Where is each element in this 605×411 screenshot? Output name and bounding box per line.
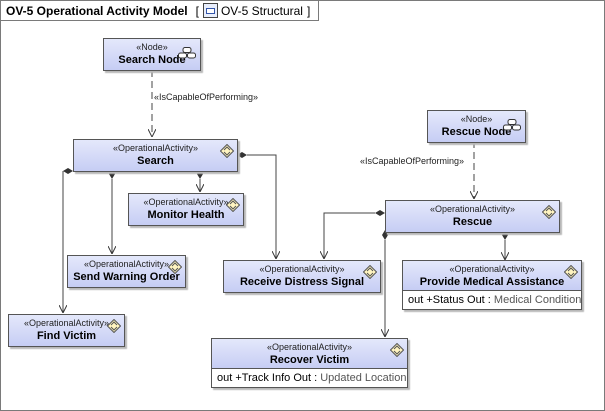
attribute-signature: out +Status Out : [408, 294, 494, 306]
edge-label-rescue-capable: «IsCapableOfPerforming» [360, 156, 465, 166]
node-name: Rescue Node [441, 126, 512, 138]
node-rescue-node[interactable]: «Node» Rescue Node [427, 110, 526, 143]
activity-stereotype: «OperationalActivity» [23, 318, 110, 328]
activity-icon [363, 265, 377, 279]
activity-icon [168, 260, 182, 274]
activity-icon [107, 319, 121, 333]
node-icon [503, 119, 521, 131]
activity-stereotype: «OperationalActivity» [143, 197, 229, 207]
activity-header: «OperationalActivity» Find Victim [9, 315, 124, 346]
diagram-name: OV-5 Operational Activity Model [6, 3, 188, 18]
activity-find-victim[interactable]: «OperationalActivity» Find Victim [8, 314, 125, 347]
diagram-context-icon [202, 3, 218, 18]
activity-icon [226, 198, 240, 212]
diagram-context-name[interactable]: OV-5 Structural [220, 3, 303, 18]
activity-name: Recover Victim [269, 354, 350, 366]
node-stereotype: «Node» [460, 114, 493, 124]
activity-header: «OperationalActivity» Monitor Health [129, 194, 243, 225]
activity-stereotype: «OperationalActivity» [259, 264, 345, 274]
attribute-type: Updated Location [320, 372, 407, 384]
activity-provide-medical-assistance[interactable]: «OperationalActivity» Provide Medical As… [402, 260, 582, 310]
edge-rescue-to-receive-distress-signal[interactable] [324, 210, 385, 259]
activity-name: Rescue [452, 216, 493, 228]
activity-header: «OperationalActivity» Rescue [386, 201, 559, 232]
bracket-open: [ [195, 3, 199, 18]
node-name: Search Node [118, 54, 186, 66]
activity-header: «OperationalActivity» Provide Medical As… [403, 261, 581, 291]
node-stereotype: «Node» [136, 42, 168, 52]
activity-name: Provide Medical Assistance [419, 276, 565, 288]
edge-label-search-capable: «IsCapableOfPerforming» [154, 92, 259, 102]
activity-receive-distress-signal[interactable]: «OperationalActivity» Receive Distress S… [223, 260, 381, 293]
activity-recover-victim[interactable]: «OperationalActivity» Recover Victim out… [211, 338, 408, 388]
edge-rescue-to-recover-victim[interactable] [382, 230, 388, 337]
diagram-title-tab: OV-5 Operational Activity Model [ OV-5 S… [1, 1, 320, 21]
activity-stereotype: «OperationalActivity» [449, 264, 535, 274]
activity-name: Search [137, 155, 174, 167]
activity-name: Find Victim [36, 330, 97, 342]
edge-rescue-to-provide-medical-assistance[interactable] [502, 230, 508, 260]
node-icon [178, 47, 196, 59]
bracket-close: ] [306, 3, 311, 18]
activity-search[interactable]: «OperationalActivity» Search [73, 139, 238, 172]
node-header: «Node» Search Node [104, 39, 200, 70]
activity-stereotype: «OperationalActivity» [429, 204, 516, 214]
activity-name: Monitor Health [147, 209, 225, 221]
attribute-type: Medical Condition [493, 294, 582, 306]
activity-icon [542, 205, 556, 219]
node-header: «Node» Rescue Node [428, 111, 525, 142]
edge-search-to-monitor-health[interactable] [197, 169, 203, 192]
activity-rescue[interactable]: «OperationalActivity» Rescue [385, 200, 560, 233]
activity-header: «OperationalActivity» Recover Victim [212, 339, 407, 369]
activity-icon [390, 343, 404, 357]
node-search-node[interactable]: «Node» Search Node [103, 38, 201, 71]
activity-header: «OperationalActivity» Receive Distress S… [224, 261, 380, 292]
activity-attribute: out +Track Info Out : Updated Location [212, 369, 407, 387]
activity-header: «OperationalActivity» Send Warning Order [68, 256, 185, 287]
activity-icon [564, 265, 578, 279]
edge-search-to-find-victim[interactable] [63, 168, 73, 313]
activity-monitor-health[interactable]: «OperationalActivity» Monitor Health [128, 193, 244, 226]
activity-attribute: out +Status Out : Medical Condition [403, 291, 581, 309]
activity-stereotype: «OperationalActivity» [266, 342, 353, 352]
attribute-signature: out +Track Info Out : [217, 372, 321, 384]
edge-search-to-send-warning-order[interactable] [109, 169, 115, 254]
edge-search-to-receive-distress-signal[interactable] [237, 152, 276, 259]
activity-stereotype: «OperationalActivity» [112, 143, 199, 153]
activity-name: Send Warning Order [73, 271, 180, 283]
activity-name: Receive Distress Signal [239, 276, 365, 288]
activity-header: «OperationalActivity» Search [74, 140, 237, 171]
activity-stereotype: «OperationalActivity» [83, 259, 170, 269]
activity-send-warning-order[interactable]: «OperationalActivity» Send Warning Order [67, 255, 186, 288]
activity-icon [220, 144, 234, 158]
